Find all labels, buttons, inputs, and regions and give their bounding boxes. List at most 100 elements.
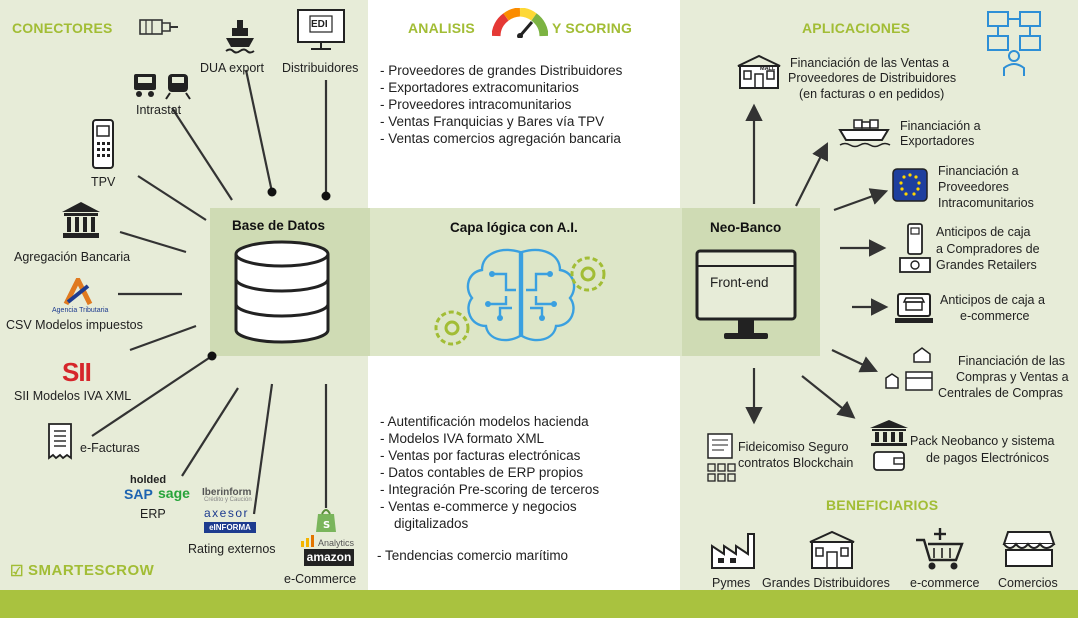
analysis-last-item: - Tendencias comercio marítimo: [377, 548, 569, 563]
cargo-ship-icon: [838, 119, 891, 148]
blockchain-contract-icon: [707, 433, 736, 482]
edi-label: EDI: [311, 19, 328, 30]
sage-logo: sage: [158, 485, 190, 501]
analytics-icon: [301, 535, 314, 547]
pos-terminal-icon: [92, 119, 114, 169]
connectors-header: CONECTORES: [12, 20, 113, 36]
mall-sign: MALL: [760, 66, 776, 72]
app2-line2: Exportadores: [900, 134, 975, 148]
holded-logo: holded: [130, 474, 167, 486]
app6-line2: Compras y Ventas a: [956, 370, 1069, 384]
brand-check-icon: ☑: [10, 563, 24, 580]
ai-brain-icon: [434, 248, 606, 346]
distribuidores-label: Distribuidores: [282, 61, 359, 75]
analysis-bottom-list: Autentificación modelos hacienda Modelos…: [380, 413, 600, 532]
logic-layer-title: Capa lógica con A.I.: [450, 220, 578, 235]
amazon-logo: amazon: [304, 549, 354, 566]
analysis-top-list: Proveedores de grandes Distribuidores Ex…: [380, 62, 622, 147]
pos-cash-icon: [899, 223, 931, 273]
center-band-mid: [370, 208, 682, 356]
list-item: digitalizados: [394, 516, 469, 531]
dua-label: DUA export: [200, 61, 264, 75]
agencia-tributaria-text: Agencia Tributaria: [52, 307, 109, 314]
efacturas-label: e-Facturas: [80, 441, 140, 455]
app7-line2: de pagos Electrónicos: [926, 451, 1049, 465]
list-item: Ventas e-commerce y negocios: [380, 498, 599, 515]
sap-logo: SAP: [124, 486, 153, 502]
laptop-shop-icon: [895, 293, 933, 323]
rating-label: Rating externos: [188, 542, 276, 556]
retailer-building-icon: [809, 530, 855, 569]
applications-header: APLICACIONES: [802, 20, 911, 36]
app3-line1: Financiación a: [938, 164, 1019, 178]
list-item: Integración Pre-scoring de terceros: [380, 481, 599, 498]
beneficiary-ecommerce: e-commerce: [910, 576, 980, 590]
eu-flag-icon: [892, 168, 928, 202]
list-item: Ventas por facturas electrónicas: [380, 447, 599, 464]
iberinform-sub: Crédito y Caución: [204, 497, 252, 503]
gauge-icon: [492, 8, 548, 38]
app6-line1: Financiación de las: [958, 354, 1066, 368]
analysis-header-right: Y SCORING: [552, 20, 633, 36]
app5-line2: e-commerce: [960, 309, 1030, 323]
database-icon: [234, 240, 330, 344]
app8-line2: contratos Blockchain: [738, 456, 854, 470]
app4-line1: Anticipos de caja: [936, 225, 1031, 239]
sii-logo: SII: [62, 357, 92, 387]
app3-line3: Intracomunitarios: [938, 196, 1034, 210]
app1-line1: Financiación de las Ventas a: [790, 56, 950, 70]
list-item: Ventas Franquicias y Bares vía TPV: [380, 113, 622, 130]
beneficiary-distribuidores: Grandes Distribuidores: [762, 576, 890, 590]
wholesale-stores-icon: [885, 347, 933, 391]
app6-line3: Centrales de Compras: [938, 386, 1064, 400]
beneficiaries-header: BENEFICIARIOS: [826, 497, 939, 513]
bank-icon: [62, 202, 100, 238]
database-title: Base de Datos: [232, 218, 326, 233]
agencia-tributaria-logo-icon: [63, 278, 93, 306]
app4-line2: a Compradores de: [936, 242, 1040, 256]
app1-line3: (en facturas o en pedidos): [799, 87, 945, 101]
csv-label: CSV Modelos impuestos: [6, 318, 143, 332]
list-item: Proveedores de grandes Distribuidores: [380, 62, 622, 79]
app1-line2: Proveedores de Distribuidores: [788, 71, 957, 85]
list-item: Modelos IVA formato XML: [380, 430, 599, 447]
mall-building-icon: [737, 54, 781, 89]
einforma-logo: eINFORMA: [204, 522, 256, 533]
list-item: Autentificación modelos hacienda: [380, 413, 599, 430]
analysis-header-left: ANALISIS: [408, 20, 475, 36]
beneficiary-pymes: Pymes: [712, 576, 751, 590]
edi-monitor-icon: [297, 9, 345, 50]
erp-label: ERP: [140, 507, 166, 521]
svg-text:S: S: [323, 520, 330, 531]
intrastat-label: Intrastat: [136, 103, 182, 117]
invoice-icon: [48, 423, 72, 460]
factory-icon: [711, 533, 755, 569]
plug-icon: [139, 19, 178, 35]
org-chart-icon: [987, 11, 1041, 76]
frontend-monitor-icon: [695, 249, 797, 339]
truck-train-icon: [134, 74, 191, 100]
store-awning-icon: [1002, 531, 1056, 567]
app2-line1: Financiación a: [900, 119, 981, 133]
agregacion-label: Agregación Bancaria: [14, 250, 131, 264]
app8-line1: Fideicomiso Seguro: [738, 440, 849, 454]
list-item: Ventas comercios agregación bancaria: [380, 130, 622, 147]
app4-line3: Grandes Retailers: [936, 258, 1037, 272]
app3-line2: Proveedores: [938, 180, 1009, 194]
shopify-bag-icon: S: [316, 509, 336, 532]
beneficiary-comercios: Comercios: [998, 576, 1058, 590]
bottom-bar: [0, 590, 1078, 618]
shopping-cart-icon: [916, 528, 964, 570]
ecommerce-connector-label: e-Commerce: [284, 572, 357, 586]
app5-line1: Anticipos de caja a: [940, 293, 1045, 307]
bank-wallet-icon: [870, 420, 908, 471]
list-item: Proveedores intracomunitarios: [380, 96, 622, 113]
iberinform-logo: Iberinform: [202, 487, 252, 498]
axesor-logo: axesor: [204, 506, 250, 520]
tpv-label: TPV: [91, 175, 116, 189]
app7-line1: Pack Neobanco y sistema: [910, 434, 1055, 448]
list-item: Datos contables de ERP propios: [380, 464, 599, 481]
neobank-title: Neo-Banco: [710, 220, 782, 235]
list-item: Exportadores extracomunitarios: [380, 79, 622, 96]
